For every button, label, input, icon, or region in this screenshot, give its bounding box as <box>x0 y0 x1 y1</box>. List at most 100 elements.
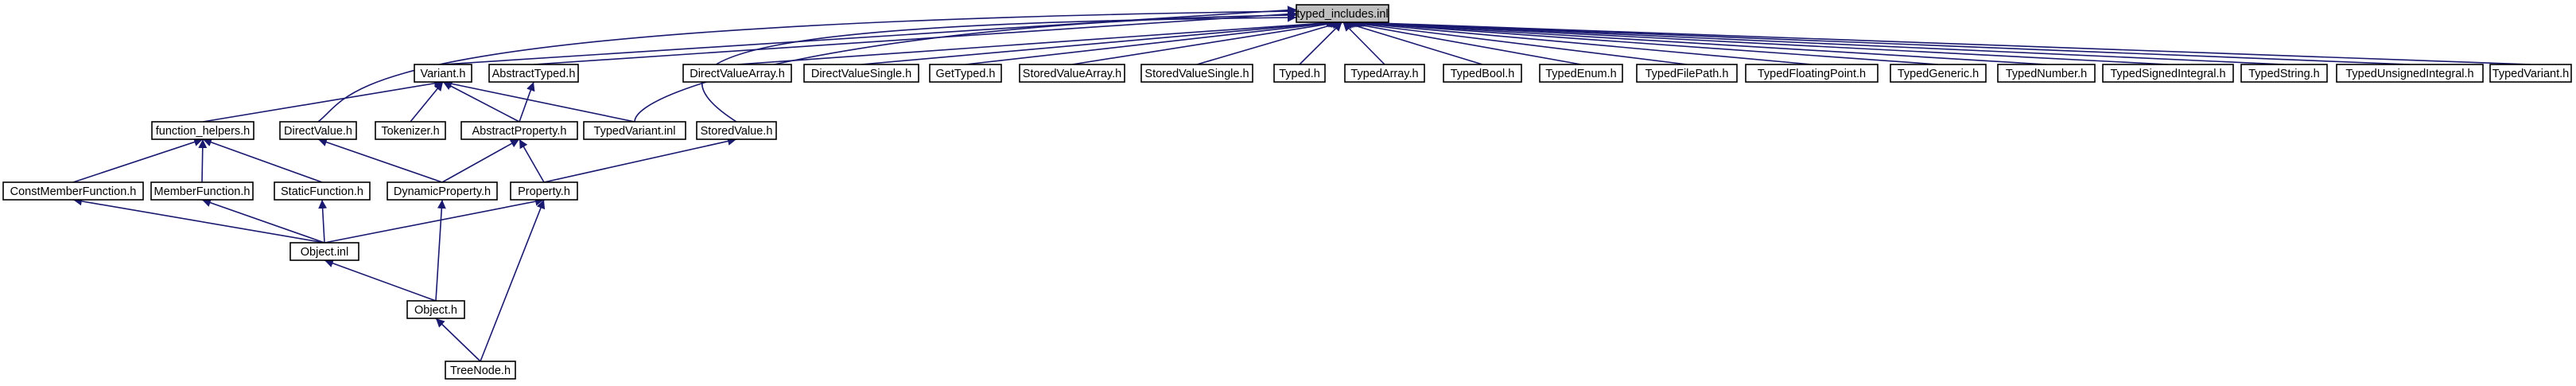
node-label: TypedArray.h <box>1350 68 1418 80</box>
edge-function_helpers-to-variant <box>202 79 444 123</box>
edge-memberfunction-to-function_helpers <box>198 138 208 183</box>
node-label: DirectValue.h <box>284 125 352 138</box>
node-box <box>1890 64 1987 83</box>
node-box <box>274 181 371 201</box>
edge-typedfloatingpoint-to-root <box>1348 18 1813 65</box>
node-label: TypedEnum.h <box>1545 68 1616 80</box>
node-label: Tokenizer.h <box>381 125 439 138</box>
node-abstractproperty[interactable]: AbstractProperty.h <box>460 121 578 140</box>
node-constmemberfunction[interactable]: ConstMemberFunction.h <box>2 181 144 201</box>
node-dynamicproperty[interactable]: DynamicProperty.h <box>387 181 498 201</box>
node-tokenizer[interactable]: Tokenizer.h <box>375 121 446 140</box>
edge-storedvaluesingle-to-root <box>1196 20 1342 65</box>
node-box <box>460 121 578 140</box>
edge-typedvariant_inl-to-variant <box>442 79 635 123</box>
node-function-helpers[interactable]: function_helpers.h <box>151 121 254 140</box>
edge-treenode-to-property <box>480 199 546 362</box>
node-storedvaluesingle[interactable]: StoredValueSingle.h <box>1140 64 1253 83</box>
node-box <box>289 242 359 261</box>
node-treenode[interactable]: TreeNode.h <box>445 361 516 380</box>
edge-abstractproperty-to-variant <box>442 81 520 123</box>
node-box <box>1019 64 1125 83</box>
edge-abstractproperty-to-abstracttyped <box>519 81 535 123</box>
node-box <box>2102 64 2234 83</box>
node-typedfloatingpoint[interactable]: TypedFloatingPoint.h <box>1745 64 1879 83</box>
edge-constmemberfunction-to-function_helpers <box>72 138 204 183</box>
node-box <box>696 121 777 140</box>
node-box <box>929 64 1002 83</box>
node-typedvariant-inl[interactable]: TypedVariant.inl <box>583 121 686 140</box>
node-box <box>150 181 254 201</box>
node-root[interactable]: typed_includes.inl <box>1296 4 1389 23</box>
node-label: Variant.h <box>421 68 466 80</box>
node-label: TypedNumber.h <box>2006 68 2087 80</box>
node-box <box>406 300 465 319</box>
node-label: TypedVariant.h <box>2492 68 2569 80</box>
node-typedunsignedintegral[interactable]: TypedUnsignedIntegral.h <box>2336 64 2484 83</box>
node-label: DirectValueArray.h <box>690 68 785 80</box>
edge-gettyped-to-root <box>965 18 1339 65</box>
node-typedarray[interactable]: TypedArray.h <box>1344 64 1425 83</box>
edge-typedbool-to-root <box>1343 20 1483 65</box>
node-box <box>488 64 579 83</box>
node-label: DirectValueSingle.h <box>811 68 911 80</box>
node-box <box>682 64 792 83</box>
node-property[interactable]: Property.h <box>510 181 578 201</box>
node-storedvalue[interactable]: StoredValue.h <box>696 121 777 140</box>
node-label: function_helpers.h <box>156 125 251 138</box>
node-box <box>1344 64 1425 83</box>
node-typedgeneric[interactable]: TypedGeneric.h <box>1890 64 1987 83</box>
node-staticfunction[interactable]: StaticFunction.h <box>274 181 371 201</box>
node-box <box>1636 64 1738 83</box>
node-label: StaticFunction.h <box>281 185 363 198</box>
node-label: Object.h <box>414 304 457 317</box>
node-directvalue[interactable]: DirectValue.h <box>279 121 357 140</box>
node-typedenum[interactable]: TypedEnum.h <box>1539 64 1623 83</box>
node-label: Property.h <box>518 185 570 198</box>
edge-typedarray-to-root <box>1342 21 1385 65</box>
node-typedvariant-h[interactable]: TypedVariant.h <box>2489 64 2572 83</box>
node-box <box>2489 64 2572 83</box>
node-abstracttyped[interactable]: AbstractTyped.h <box>488 64 579 83</box>
node-typedsignedintegral[interactable]: TypedSignedIntegral.h <box>2102 64 2234 83</box>
node-label: TypedBool.h <box>1451 68 1515 80</box>
edge-typedgeneric-to-root <box>1349 18 1939 65</box>
node-box <box>151 121 254 140</box>
edge-storedvalue-to-root <box>701 13 1297 123</box>
edge-typed-to-root <box>1299 21 1342 65</box>
node-directvaluearray[interactable]: DirectValueArray.h <box>682 64 792 83</box>
node-box <box>1140 64 1253 83</box>
node-object-h[interactable]: Object.h <box>406 300 465 319</box>
node-memberfunction[interactable]: MemberFunction.h <box>150 181 254 201</box>
node-box <box>803 64 919 83</box>
node-label: Typed.h <box>1279 68 1320 80</box>
node-typednumber[interactable]: TypedNumber.h <box>1997 64 2096 83</box>
node-label: TypedSignedIntegral.h <box>2110 68 2225 80</box>
node-storedvaluearray[interactable]: StoredValueArray.h <box>1019 64 1125 83</box>
edge-typedvariant_inl-to-root <box>634 10 1297 123</box>
node-typedbool[interactable]: TypedBool.h <box>1443 64 1522 83</box>
node-box <box>1273 64 1326 83</box>
node-typedstring[interactable]: TypedString.h <box>2240 64 2328 83</box>
node-label: StoredValue.h <box>701 125 773 138</box>
node-box <box>583 121 686 140</box>
node-typed[interactable]: Typed.h <box>1273 64 1326 83</box>
node-box <box>2240 64 2328 83</box>
node-box <box>2 181 144 201</box>
node-directvaluesingle[interactable]: DirectValueSingle.h <box>803 64 919 83</box>
edge-typednumber-to-root <box>1350 18 2047 65</box>
node-label: StoredValueArray.h <box>1023 68 1121 80</box>
node-object-inl[interactable]: Object.inl <box>289 242 359 261</box>
edge-variant-to-root <box>442 6 1297 65</box>
node-label: MemberFunction.h <box>154 185 251 198</box>
node-box <box>1539 64 1623 83</box>
node-variant[interactable]: Variant.h <box>414 64 472 83</box>
node-box <box>279 121 357 140</box>
node-gettyped[interactable]: GetTyped.h <box>929 64 1002 83</box>
edge-typedstring-to-root <box>1354 18 2285 65</box>
edge-property-to-storedvalue <box>543 137 737 183</box>
node-label: TypedFilePath.h <box>1645 68 1729 80</box>
node-box <box>1997 64 2096 83</box>
node-typedfilepath[interactable]: TypedFilePath.h <box>1636 64 1738 83</box>
